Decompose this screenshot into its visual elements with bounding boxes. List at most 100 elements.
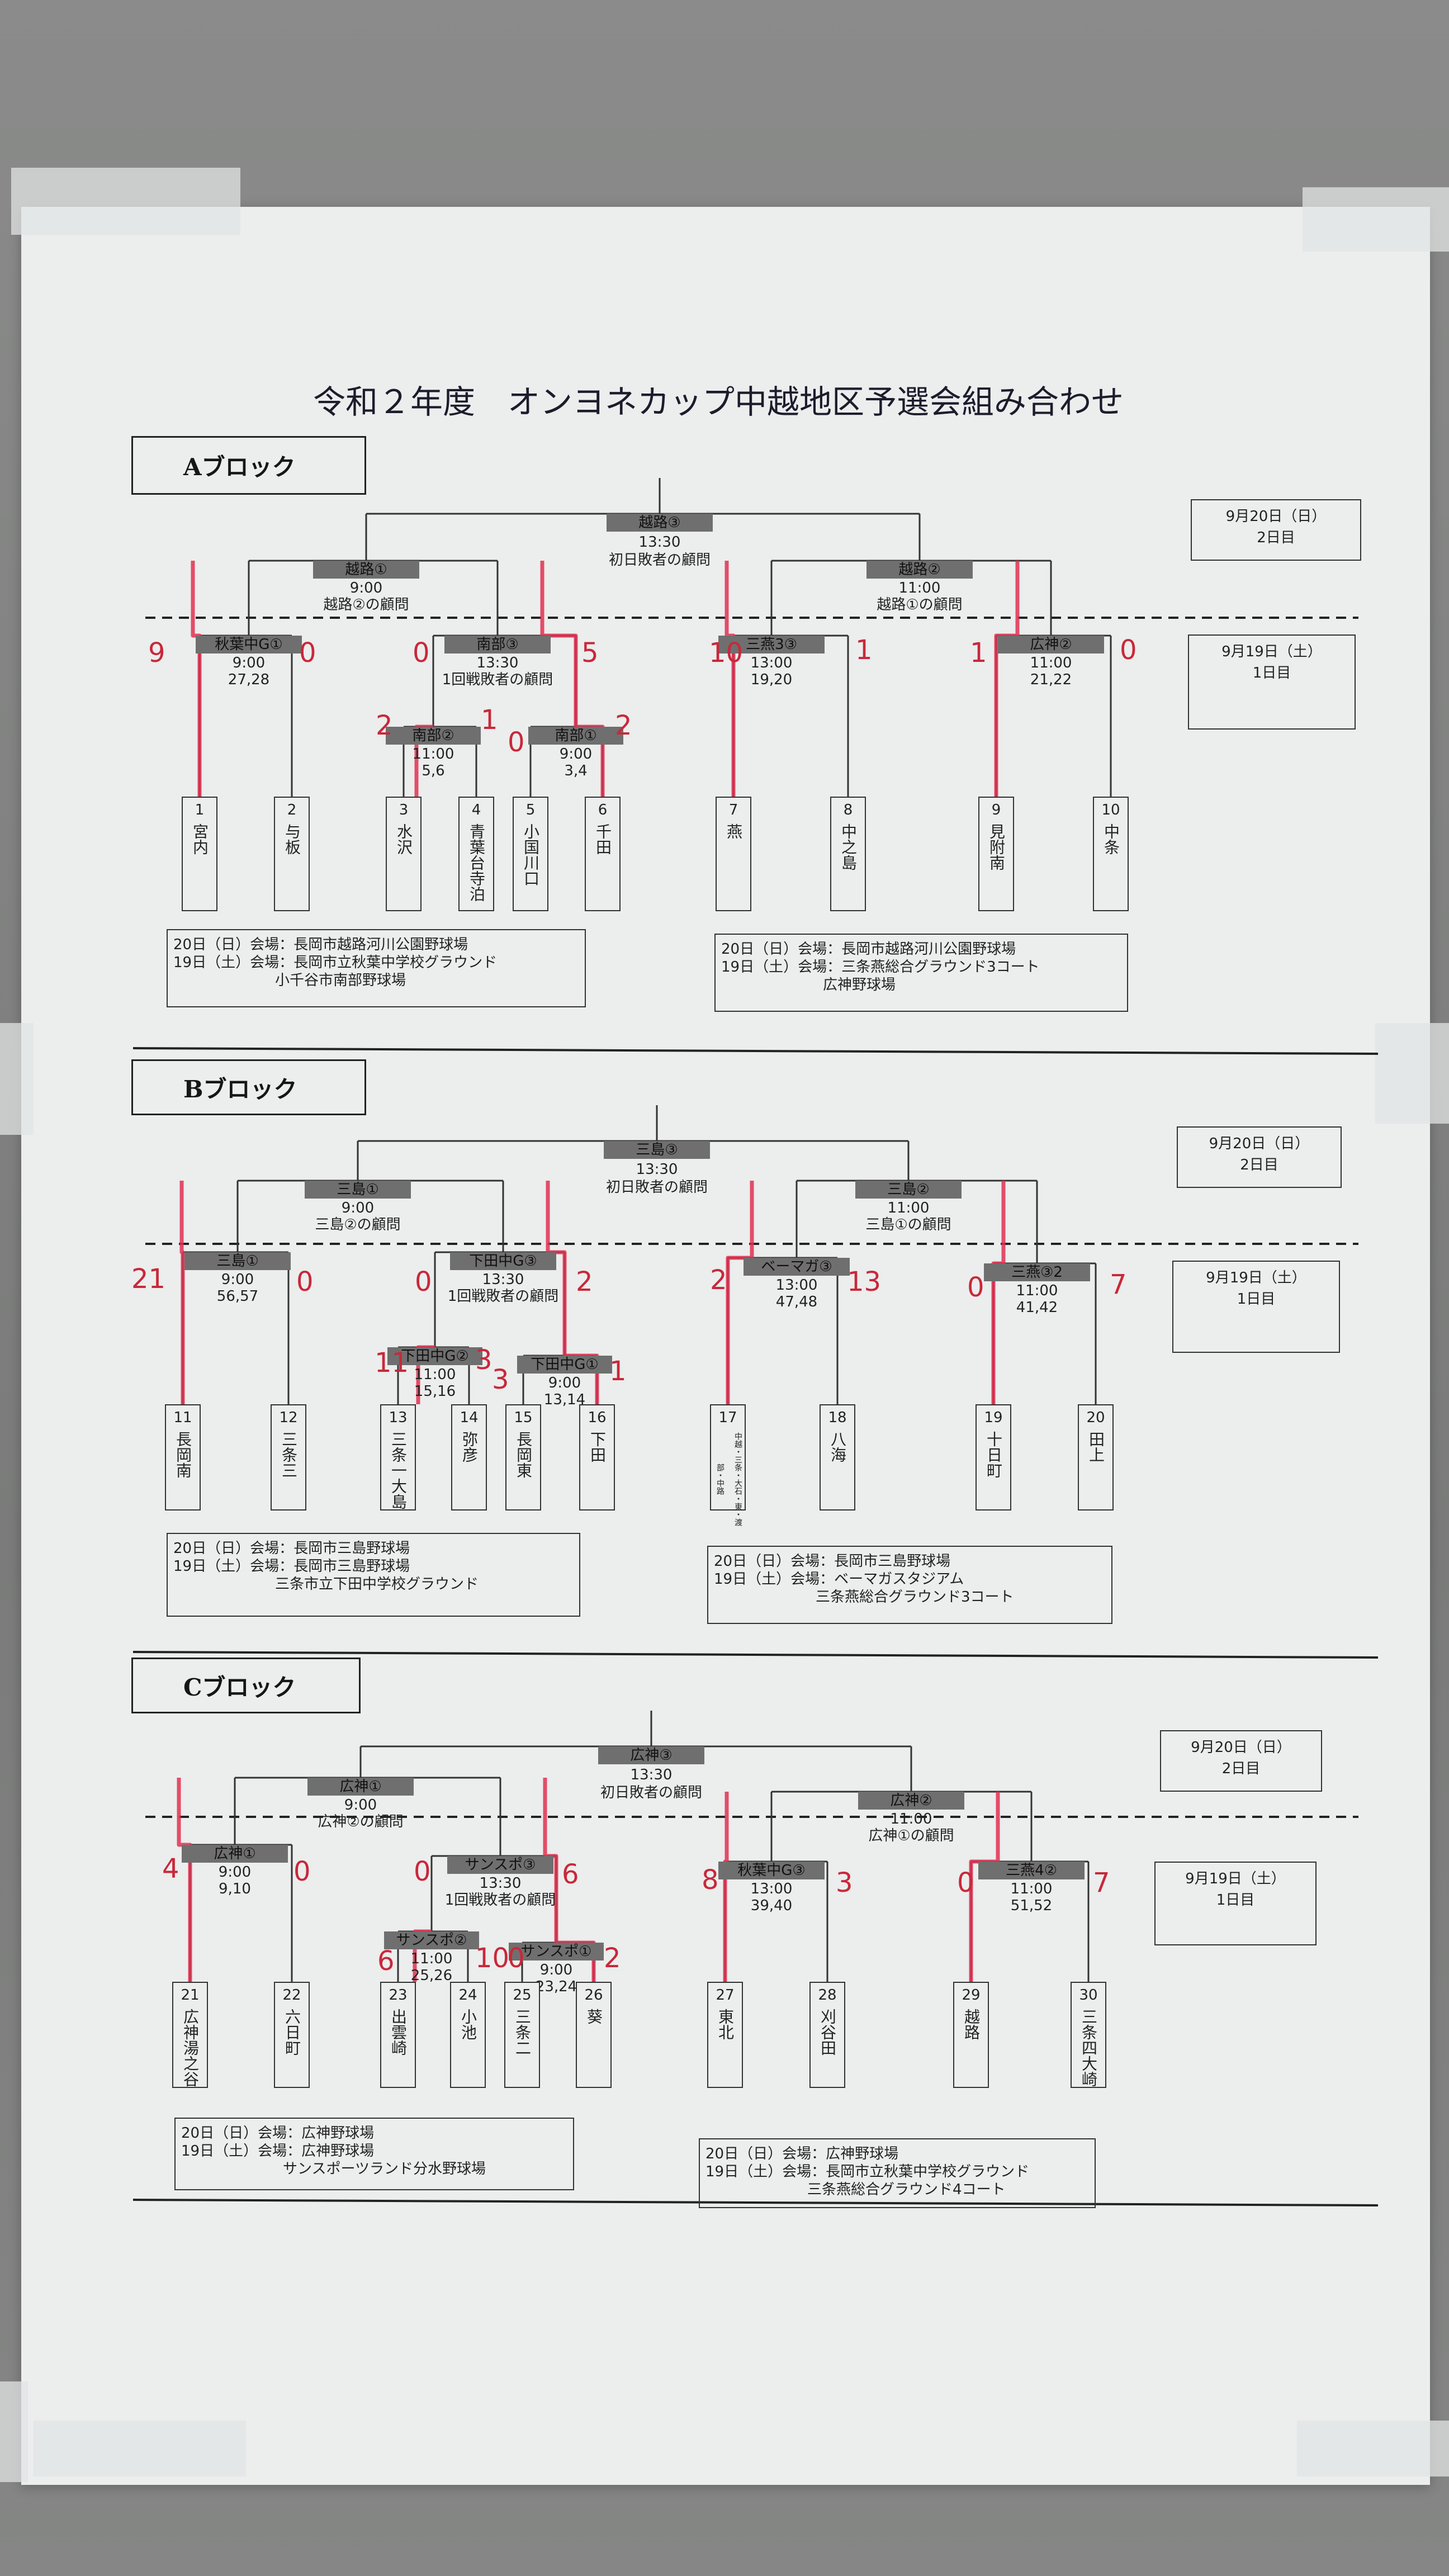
round-text: 1日目 bbox=[1216, 1892, 1255, 1909]
match-score: 47,48 bbox=[775, 1294, 818, 1310]
match-label: 三燕3③ bbox=[718, 636, 825, 654]
match-label: 三島③ bbox=[604, 1141, 710, 1159]
match-label: 下田中G① bbox=[517, 1356, 612, 1374]
match-label: 越路① bbox=[313, 561, 419, 579]
match-label: 三島① bbox=[305, 1181, 411, 1199]
match-time: 13:30 bbox=[479, 1875, 522, 1892]
match-time: 13:30 bbox=[636, 1161, 678, 1178]
team-name: 田上 bbox=[1087, 1431, 1105, 1462]
team-number: 28 bbox=[818, 1987, 837, 2004]
team-number: 23 bbox=[389, 1987, 408, 2004]
team-number: 5 bbox=[525, 802, 536, 818]
handwritten-score: 6 bbox=[377, 1945, 395, 1977]
team-number: 27 bbox=[716, 1987, 735, 2004]
team-name: 広神湯之谷 bbox=[181, 2009, 200, 2087]
winner-path bbox=[179, 1181, 185, 1404]
venue-line: 19日（土）会場：長岡市三島野球場 bbox=[173, 1558, 410, 1575]
team-number: 9 bbox=[991, 802, 1001, 818]
handwritten-score: 4 bbox=[162, 1853, 179, 1884]
handwritten-score: 1 bbox=[970, 637, 987, 669]
match-note: 1回戦敗者の顧問 bbox=[447, 1288, 559, 1305]
winner-path bbox=[540, 561, 578, 727]
team-name: 中之島 bbox=[839, 823, 858, 870]
match-note: 広神②の顧問 bbox=[318, 1813, 404, 1830]
handwritten-score: 0 bbox=[296, 1266, 314, 1298]
match-score: 3,4 bbox=[564, 763, 588, 779]
date-text: 9月20日（日） bbox=[1225, 508, 1327, 525]
match-score: 51,52 bbox=[1010, 1897, 1053, 1914]
section-rule bbox=[132, 1047, 1379, 1055]
match-time: 9:00 bbox=[341, 1200, 375, 1216]
match-label: 南部② bbox=[386, 727, 481, 745]
match-time: 9:00 bbox=[344, 1797, 377, 1813]
match-time: 13:00 bbox=[775, 1277, 818, 1294]
handwritten-score: 0 bbox=[415, 1266, 432, 1298]
tape bbox=[0, 1023, 34, 1135]
handwritten-score: 11 bbox=[375, 1347, 409, 1379]
handwritten-score: 0 bbox=[1120, 634, 1137, 666]
team-number: 13 bbox=[389, 1409, 408, 1426]
team-number: 6 bbox=[598, 802, 608, 818]
date-box: 9月19日（土）1日目 bbox=[1172, 1261, 1340, 1353]
date-text: 9月19日（土） bbox=[1206, 1270, 1306, 1286]
venue-line: 20日（日）会場：広神野球場 bbox=[181, 2125, 375, 2142]
venue-line: 20日（日）会場：長岡市越路河川公園野球場 bbox=[173, 936, 468, 953]
handwritten-score: 0 bbox=[508, 727, 525, 758]
date-box: 9月19日（土）1日目 bbox=[1154, 1862, 1317, 1945]
team-name: 小池 bbox=[459, 2009, 477, 2040]
team-number: 14 bbox=[460, 1409, 479, 1426]
match-label: 広神① bbox=[307, 1778, 414, 1796]
date-box: 9月20日（日） 2日目 bbox=[1191, 499, 1361, 561]
handwritten-score: 2 bbox=[710, 1265, 727, 1296]
handwritten-score: 21 bbox=[131, 1263, 166, 1295]
team-number: 26 bbox=[584, 1987, 603, 2004]
match-label: 越路③ bbox=[607, 514, 713, 532]
handwritten-score: 1 bbox=[855, 634, 873, 666]
match-label: ベーマガ③ bbox=[744, 1258, 850, 1276]
match-time: 13:30 bbox=[630, 1767, 673, 1783]
team-number: 16 bbox=[588, 1409, 607, 1426]
round-text: 2日目 bbox=[1257, 529, 1295, 546]
team-number: 8 bbox=[843, 802, 853, 818]
match-time: 11:00 bbox=[412, 746, 454, 763]
handwritten-score: 0 bbox=[413, 637, 430, 669]
venue-line: 20日（日）会場：広神野球場 bbox=[705, 2146, 899, 2162]
team-name: 三条四大崎 bbox=[1079, 2009, 1098, 2087]
handwritten-score: 10 bbox=[475, 1943, 510, 1974]
team-name: 青葉台寺泊 bbox=[467, 823, 486, 902]
team-name: 葵 bbox=[585, 2009, 603, 2024]
team-name: 弥彦 bbox=[460, 1431, 479, 1462]
match-time: 11:00 bbox=[414, 1366, 456, 1383]
venue-line: 三条燕総合グラウンド4コート bbox=[705, 2181, 1006, 2198]
date-box: 9月20日（日）2日目 bbox=[1160, 1730, 1322, 1792]
venue-line: 19日（土）会場：長岡市立秋葉中学校グラウンド bbox=[173, 954, 498, 971]
team-box: 14 弥彦 bbox=[451, 1404, 487, 1510]
venue-line: 広神野球場 bbox=[721, 977, 896, 993]
match-time: 13:30 bbox=[638, 534, 681, 551]
match-score: 25,26 bbox=[410, 1967, 453, 1984]
tape bbox=[0, 2381, 28, 2482]
date-text: 9月20日（日） bbox=[1209, 1135, 1310, 1152]
match-time: 9:00 bbox=[218, 1864, 252, 1881]
handwritten-score: 7 bbox=[1110, 1269, 1127, 1300]
match-label: 下田中G② bbox=[387, 1347, 482, 1365]
team-name: 宮内 bbox=[191, 823, 209, 855]
team-name: 六日町 bbox=[283, 2009, 301, 2056]
team-name: 刈谷田 bbox=[818, 2009, 837, 2056]
match-time: 9:00 bbox=[559, 746, 593, 763]
date-box: 9月19日（土）1日目 bbox=[1188, 634, 1356, 730]
